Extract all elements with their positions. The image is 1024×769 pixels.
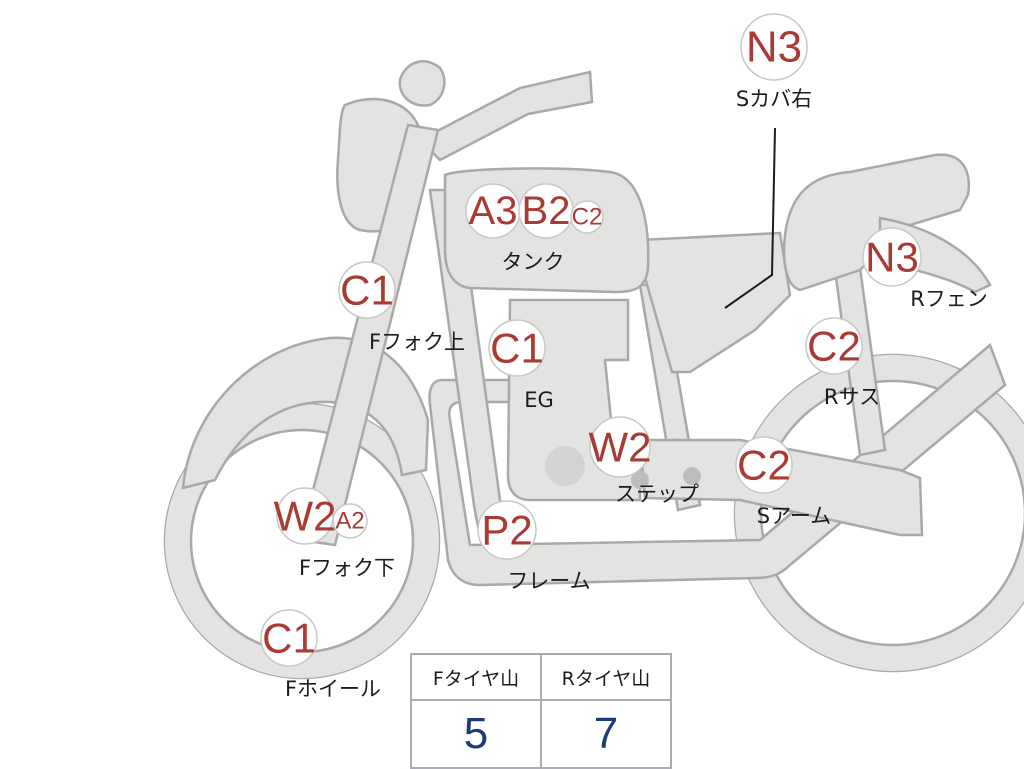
- grade-badge-engine[interactable]: [488, 319, 546, 377]
- mirror: [398, 60, 446, 107]
- seat: [782, 153, 970, 292]
- grade-code-front-fork-upper: C1: [340, 267, 394, 314]
- grade-code-front-fork-lower-w2: W2: [274, 493, 337, 540]
- rear-wheel-inner-edge: [759, 379, 1024, 647]
- grade-code-rear-fender: N3: [865, 234, 919, 281]
- front-tire-tread-value: 5: [410, 699, 542, 769]
- grade-badge-step[interactable]: [589, 416, 651, 478]
- part-label-sside-cover-right: Sカバ右: [736, 87, 812, 111]
- grade-badge-front-wheel[interactable]: [260, 609, 318, 667]
- grade-code-tank-c2: C2: [572, 204, 603, 231]
- part-sside-cover-right[interactable]: N3 Sカバ右: [736, 13, 812, 111]
- rear-wheel: [735, 355, 1024, 671]
- part-rear-fender[interactable]: N3 Rフェン: [862, 227, 988, 311]
- tire-tread-table: Fタイヤ山 Rタイヤ山 5 7: [410, 653, 672, 769]
- tire-tread-value-row: 5 7: [410, 699, 672, 769]
- grade-code-step: W2: [589, 424, 652, 471]
- part-step[interactable]: W2 ステップ: [589, 416, 700, 506]
- part-label-engine: EG: [524, 388, 554, 412]
- part-front-fork-lower[interactable]: W2 A2 Fフォク下: [274, 487, 396, 580]
- engine-cover: [545, 446, 585, 486]
- part-label-frame: フレーム: [507, 569, 590, 593]
- grade-badge-frame[interactable]: [477, 500, 537, 560]
- grade-code-front-fork-lower-a2: A2: [335, 508, 364, 535]
- part-swing-arm[interactable]: C2 Sアーム: [735, 436, 831, 528]
- handlebar: [417, 70, 594, 162]
- motorcycle-silhouette: [163, 60, 1024, 680]
- grade-badge-rear-fender[interactable]: [862, 227, 922, 287]
- part-engine[interactable]: C1 EG: [488, 319, 554, 412]
- tire-tread-header-row: Fタイヤ山 Rタイヤ山: [410, 653, 672, 701]
- grade-code-tank-a3: A3: [469, 189, 518, 233]
- grade-badge-rear-suspension[interactable]: [805, 317, 863, 375]
- grade-badge-front-fork-lower-a2[interactable]: [332, 503, 368, 539]
- part-label-front-fork-lower: Fフォク下: [299, 556, 395, 580]
- front-tire-tread-header: Fタイヤ山: [410, 653, 542, 701]
- part-rear-suspension[interactable]: C2 Rサス: [805, 317, 880, 409]
- grade-code-swing-arm: C2: [737, 442, 791, 489]
- part-frame[interactable]: P2 フレーム: [477, 500, 591, 593]
- part-label-rear-fender: Rフェン: [910, 287, 988, 311]
- part-label-front-fork-upper: Fフォク上: [369, 330, 465, 354]
- rear-tire-tread-header: Rタイヤ山: [540, 653, 672, 701]
- part-front-wheel[interactable]: C1 Fホイール: [260, 609, 381, 701]
- step-peg-right: [683, 467, 701, 485]
- part-label-step: ステップ: [615, 482, 699, 506]
- grade-badge-swing-arm[interactable]: [735, 436, 793, 494]
- grade-badge-tank-c2[interactable]: [570, 200, 604, 234]
- side-cover-leader-line: [724, 127, 776, 309]
- grade-code-engine: C1: [490, 325, 544, 372]
- grade-badge-sside-cover-right[interactable]: [740, 13, 808, 81]
- exhaust-pipe: [428, 342, 1007, 587]
- part-front-fork-upper[interactable]: C1 Fフォク上: [338, 261, 465, 354]
- rear-tire-tread-value: 7: [540, 699, 672, 769]
- part-label-rear-suspension: Rサス: [824, 385, 880, 409]
- grade-code-frame: P2: [481, 507, 532, 554]
- front-wheel: [165, 404, 439, 678]
- part-tank[interactable]: A3 B2 C2 タンク: [465, 183, 604, 274]
- grade-code-front-wheel: C1: [262, 615, 316, 662]
- grade-badge-front-fork-upper[interactable]: [338, 261, 396, 319]
- grade-code-rear-suspension: C2: [807, 323, 861, 370]
- grade-code-tank-b2: B2: [522, 189, 571, 233]
- step-peg-left: [631, 471, 649, 489]
- part-label-front-wheel: Fホイール: [285, 677, 381, 701]
- part-label-tank: タンク: [502, 250, 565, 274]
- grade-code-sside-cover-right: N3: [746, 23, 802, 72]
- part-label-swing-arm: Sアーム: [757, 504, 831, 528]
- front-fork: [298, 123, 440, 547]
